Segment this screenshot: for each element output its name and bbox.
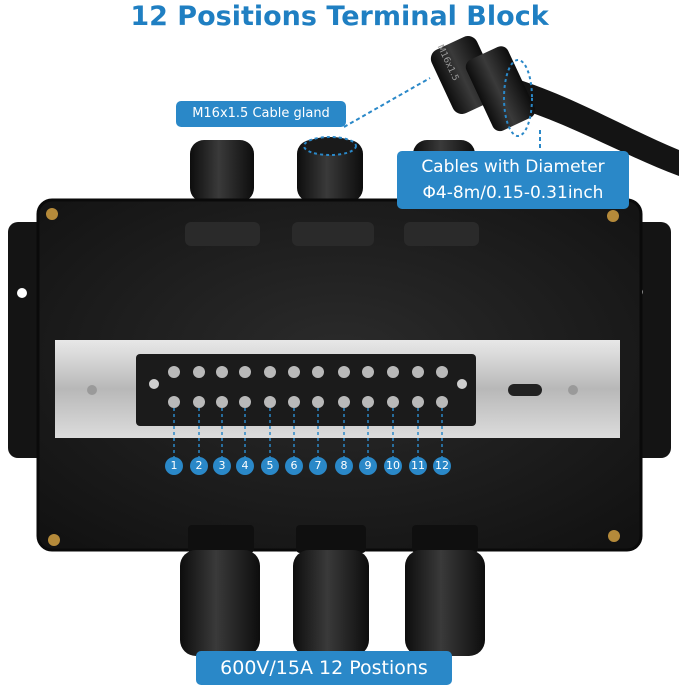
terminal-screw-bottom: [436, 396, 448, 408]
terminal-screw-top: [312, 366, 324, 378]
rating-label: 600V/15A 12 Postions: [196, 651, 452, 685]
terminal-screw-bottom: [168, 396, 180, 408]
terminal-screw-top: [387, 366, 399, 378]
terminal-screw-top: [264, 366, 276, 378]
position-pointer-lines: [173, 408, 443, 458]
terminal-strip: [136, 354, 476, 426]
bottom-cable-glands: [180, 525, 485, 656]
terminal-screw-bottom: [362, 396, 374, 408]
terminal-screw-bottom: [412, 396, 424, 408]
terminal-screw-bottom: [312, 396, 324, 408]
position-number-badge: 7: [309, 457, 327, 475]
terminal-screw-bottom: [216, 396, 228, 408]
cable-diameter-line2: Φ4-8m/0.15-0.31inch: [422, 183, 604, 203]
terminal-screw-top: [239, 366, 251, 378]
position-number-badge: 10: [384, 457, 402, 475]
cable: [512, 80, 679, 176]
terminal-screw-bottom: [239, 396, 251, 408]
terminal-screw-bottom: [264, 396, 276, 408]
terminal-screw-top: [338, 366, 350, 378]
terminal-screw-top: [288, 366, 300, 378]
position-number-badge: 12: [433, 457, 451, 475]
terminal-screw-bottom: [387, 396, 399, 408]
terminal-slots: [168, 366, 448, 408]
cable-gland-label: M16x1.5 Cable gland: [176, 101, 346, 127]
cable-diameter-line1: Cables with Diameter: [421, 157, 605, 177]
detached-cable-gland: [430, 36, 536, 137]
position-number-badge: 4: [236, 457, 254, 475]
position-number-badge: 8: [335, 457, 353, 475]
terminal-screw-top: [412, 366, 424, 378]
terminal-screw-top: [216, 366, 228, 378]
position-number-badge: 11: [409, 457, 427, 475]
terminal-screw-top: [436, 366, 448, 378]
terminal-screw-top: [362, 366, 374, 378]
terminal-screw-bottom: [338, 396, 350, 408]
terminal-screw-bottom: [193, 396, 205, 408]
position-number-badge: 5: [261, 457, 279, 475]
terminal-screw-bottom: [288, 396, 300, 408]
terminal-screw-top: [168, 366, 180, 378]
terminal-screw-top: [193, 366, 205, 378]
position-number-badge: 2: [190, 457, 208, 475]
position-number-badge: 3: [213, 457, 231, 475]
pointer-gland: [343, 77, 431, 128]
position-number-badge: 9: [359, 457, 377, 475]
cable-diameter-label: Cables with Diameter Φ4-8m/0.15-0.31inch: [397, 151, 629, 209]
position-number-badge: 1: [165, 457, 183, 475]
product-title: 12 Positions Terminal Block: [130, 1, 549, 32]
position-number-badge: 6: [285, 457, 303, 475]
